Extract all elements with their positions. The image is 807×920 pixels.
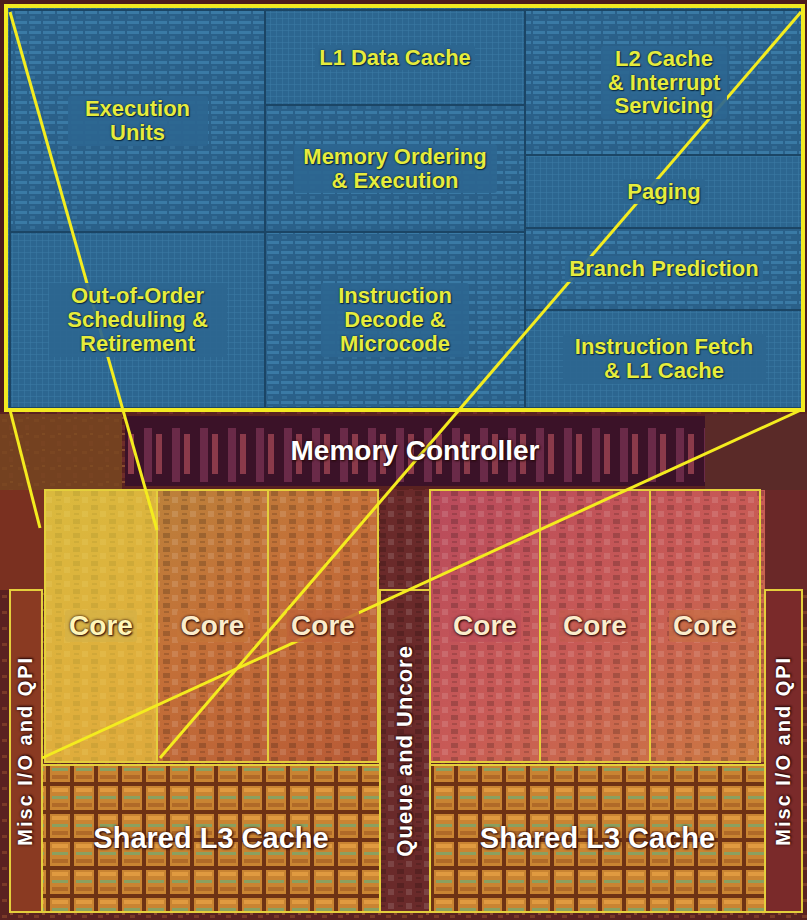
l1d-area: [265, 10, 525, 105]
region-label: Core: [449, 610, 521, 642]
core-highlight: [45, 490, 157, 762]
block-outline: [540, 490, 650, 762]
l2-area: [525, 10, 803, 155]
die-edge: [765, 490, 807, 590]
vertical-label: Queue and Uncore: [393, 645, 417, 857]
region-label: Execution Units: [68, 96, 208, 146]
zoom-panel: [6, 6, 803, 410]
zoom-line: [10, 12, 157, 530]
block-outline: [157, 490, 268, 762]
vertical-label: Misc I/O and QPI: [773, 656, 795, 846]
region-label: Instruction Fetch & L1 Cache: [563, 334, 766, 384]
region-label: L1 Data Cache: [315, 45, 475, 71]
block-outlines: [10, 490, 802, 912]
block-outline: [45, 490, 157, 762]
zoom-line: [10, 410, 40, 528]
core-block: Core: [157, 490, 268, 762]
zoom-line: [42, 410, 801, 758]
block-outline: [430, 490, 540, 762]
zoom-line: [160, 12, 801, 758]
io-area: [765, 590, 802, 912]
block-outline: [268, 490, 378, 762]
core-area: [45, 490, 378, 762]
core-area: [430, 490, 765, 762]
execution-units-block: Execution Units: [10, 10, 265, 232]
l3-cache-block: Shared L3 Cache: [430, 765, 765, 912]
memory-ordering-block: Memory Ordering & Execution: [265, 105, 525, 232]
die-edge: [0, 490, 45, 590]
decode-block: Instruction Decode & Microcode: [265, 232, 525, 408]
die-corner: [0, 414, 122, 490]
region-label: Core: [287, 610, 359, 642]
execution-area: [10, 10, 265, 232]
core-texture: [430, 490, 765, 762]
region-label: Branch Prediction: [565, 256, 762, 282]
block-outline: [765, 590, 802, 912]
region-label: Core: [177, 610, 249, 642]
io-area: [10, 590, 42, 912]
region-label: L2 Cache & Interrupt Servicing: [601, 46, 727, 119]
region-label: Instruction Decode & Microcode: [321, 283, 469, 356]
region-label: Core: [559, 610, 631, 642]
io-block: Misc I/O and QPI: [10, 590, 42, 912]
core-floorplan: [10, 10, 803, 408]
core-block: Core: [650, 490, 760, 762]
paging-area: [525, 155, 803, 228]
branch-prediction-block: Branch Prediction: [525, 228, 803, 310]
block-outline: [430, 765, 765, 912]
region-label: Core: [669, 610, 741, 642]
fetch-area: [525, 310, 803, 408]
memory-controller-block: Memory Controller: [125, 416, 705, 486]
region-label: Shared L3 Cache: [93, 823, 328, 854]
core-block: Core: [45, 490, 157, 762]
instruction-fetch-block: Instruction Fetch & L1 Cache: [525, 310, 803, 408]
block-outline: [650, 490, 760, 762]
core-block: Core: [430, 490, 540, 762]
scheduling-block: Out-of-Order Scheduling & Retirement: [10, 232, 265, 408]
core-block: Core: [540, 490, 650, 762]
region-label: Paging: [623, 179, 704, 205]
block-outline: [10, 590, 42, 912]
paging-block: Paging: [525, 155, 803, 228]
uncore-texture: [380, 490, 430, 912]
uncore-block: Queue and Uncore: [380, 590, 430, 912]
l3-area: [430, 765, 765, 912]
branch-area: [525, 228, 803, 310]
region-label: Memory Controller: [291, 436, 540, 466]
l1-data-cache-block: L1 Data Cache: [265, 10, 525, 105]
l3-cache-block: Shared L3 Cache: [42, 765, 380, 912]
core-texture: [45, 490, 378, 762]
block-outline: [380, 590, 430, 912]
block-outline: [42, 765, 380, 912]
uncore-area: [380, 490, 430, 912]
region-label: Memory Ordering & Execution: [294, 144, 497, 194]
zoom-border: [6, 6, 803, 410]
region-label: Out-of-Order Scheduling & Retirement: [49, 283, 227, 356]
core-block: Core: [268, 490, 378, 762]
die-corner: [705, 414, 807, 490]
io-block: Misc I/O and QPI: [765, 590, 802, 912]
region-label: Shared L3 Cache: [480, 823, 715, 854]
region-label: Core: [65, 610, 137, 642]
ooo-area: [10, 232, 265, 408]
die-ground: [0, 412, 807, 920]
l3-area: [42, 765, 380, 912]
l2-cache-block: L2 Cache & Interrupt Servicing: [525, 10, 803, 155]
memory-controller-area: [125, 416, 705, 486]
decode-area: [265, 232, 525, 408]
vertical-label: Misc I/O and QPI: [15, 656, 37, 846]
memory-order-area: [265, 105, 525, 232]
